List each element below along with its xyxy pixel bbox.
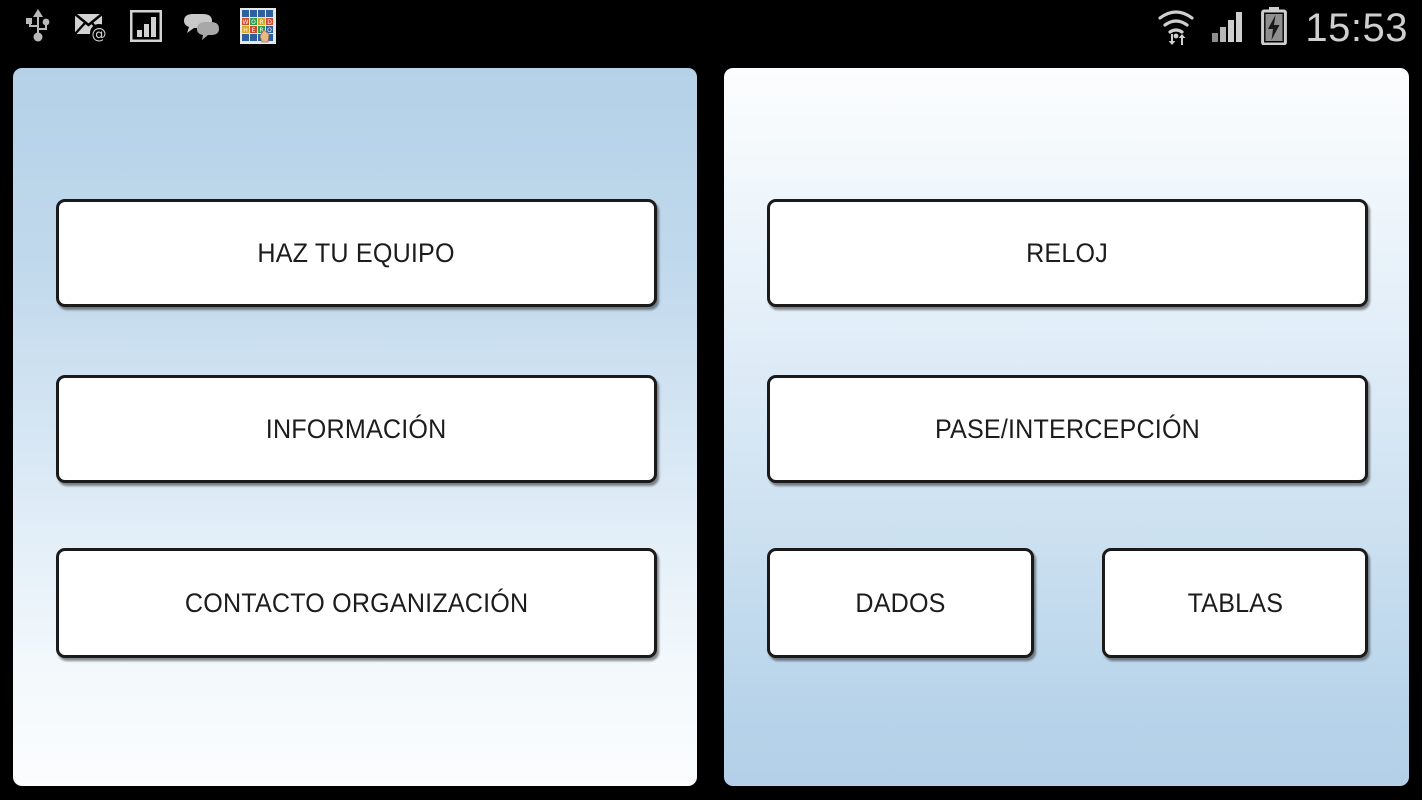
reloj-button[interactable]: RELOJ (767, 199, 1368, 307)
reloj-button-label: RELOJ (1026, 237, 1109, 268)
signal-bars-icon (1211, 9, 1247, 48)
dados-button[interactable]: DADOS (767, 548, 1034, 658)
svg-text:O: O (251, 19, 256, 26)
status-bar-left-icons: @ (0, 0, 276, 56)
contacto-organizacion-button-label: CONTACTO ORGANIZACIÓN (184, 587, 529, 618)
pase-intercepcion-button-label: PASE/INTERCEPCIÓN (934, 413, 1200, 444)
status-bar-right-icons: 15:53 (1155, 0, 1408, 56)
svg-text:O: O (267, 27, 272, 34)
right-menu-panel: RELOJ PASE/INTERCEPCIÓN DADOS TABLAS (724, 68, 1409, 786)
tablas-button-label: TABLAS (1187, 587, 1283, 618)
svg-text:H: H (243, 27, 248, 34)
svg-text:W: W (243, 19, 249, 26)
wifi-icon (1155, 7, 1197, 50)
svg-text:R: R (259, 19, 263, 26)
svg-text:R: R (259, 27, 263, 34)
informacion-button[interactable]: INFORMACIÓN (56, 375, 657, 483)
tablas-button[interactable]: TABLAS (1102, 548, 1368, 658)
battery-charging-icon (1261, 6, 1288, 50)
haz-tu-equipo-button-label: HAZ TU EQUIPO (257, 237, 456, 268)
status-bar: @ (0, 0, 1422, 56)
chat-bubbles-icon (182, 11, 220, 46)
pase-intercepcion-button[interactable]: PASE/INTERCEPCIÓN (767, 375, 1368, 483)
chart-stats-icon (129, 9, 163, 47)
word-search-game-icon: W O R D H E R O (240, 7, 276, 49)
informacion-button-label: INFORMACIÓN (266, 413, 447, 444)
status-bar-clock: 15:53 (1305, 6, 1408, 50)
contacto-organizacion-button[interactable]: CONTACTO ORGANIZACIÓN (56, 548, 657, 658)
svg-text:@: @ (92, 25, 107, 42)
haz-tu-equipo-button[interactable]: HAZ TU EQUIPO (56, 199, 657, 307)
svg-text:E: E (252, 27, 256, 34)
svg-text:D: D (267, 19, 272, 26)
email-icon: @ (74, 10, 110, 47)
usb-icon (22, 8, 54, 48)
dados-button-label: DADOS (855, 587, 946, 618)
left-menu-panel: HAZ TU EQUIPO INFORMACIÓN CONTACTO ORGAN… (13, 68, 697, 786)
